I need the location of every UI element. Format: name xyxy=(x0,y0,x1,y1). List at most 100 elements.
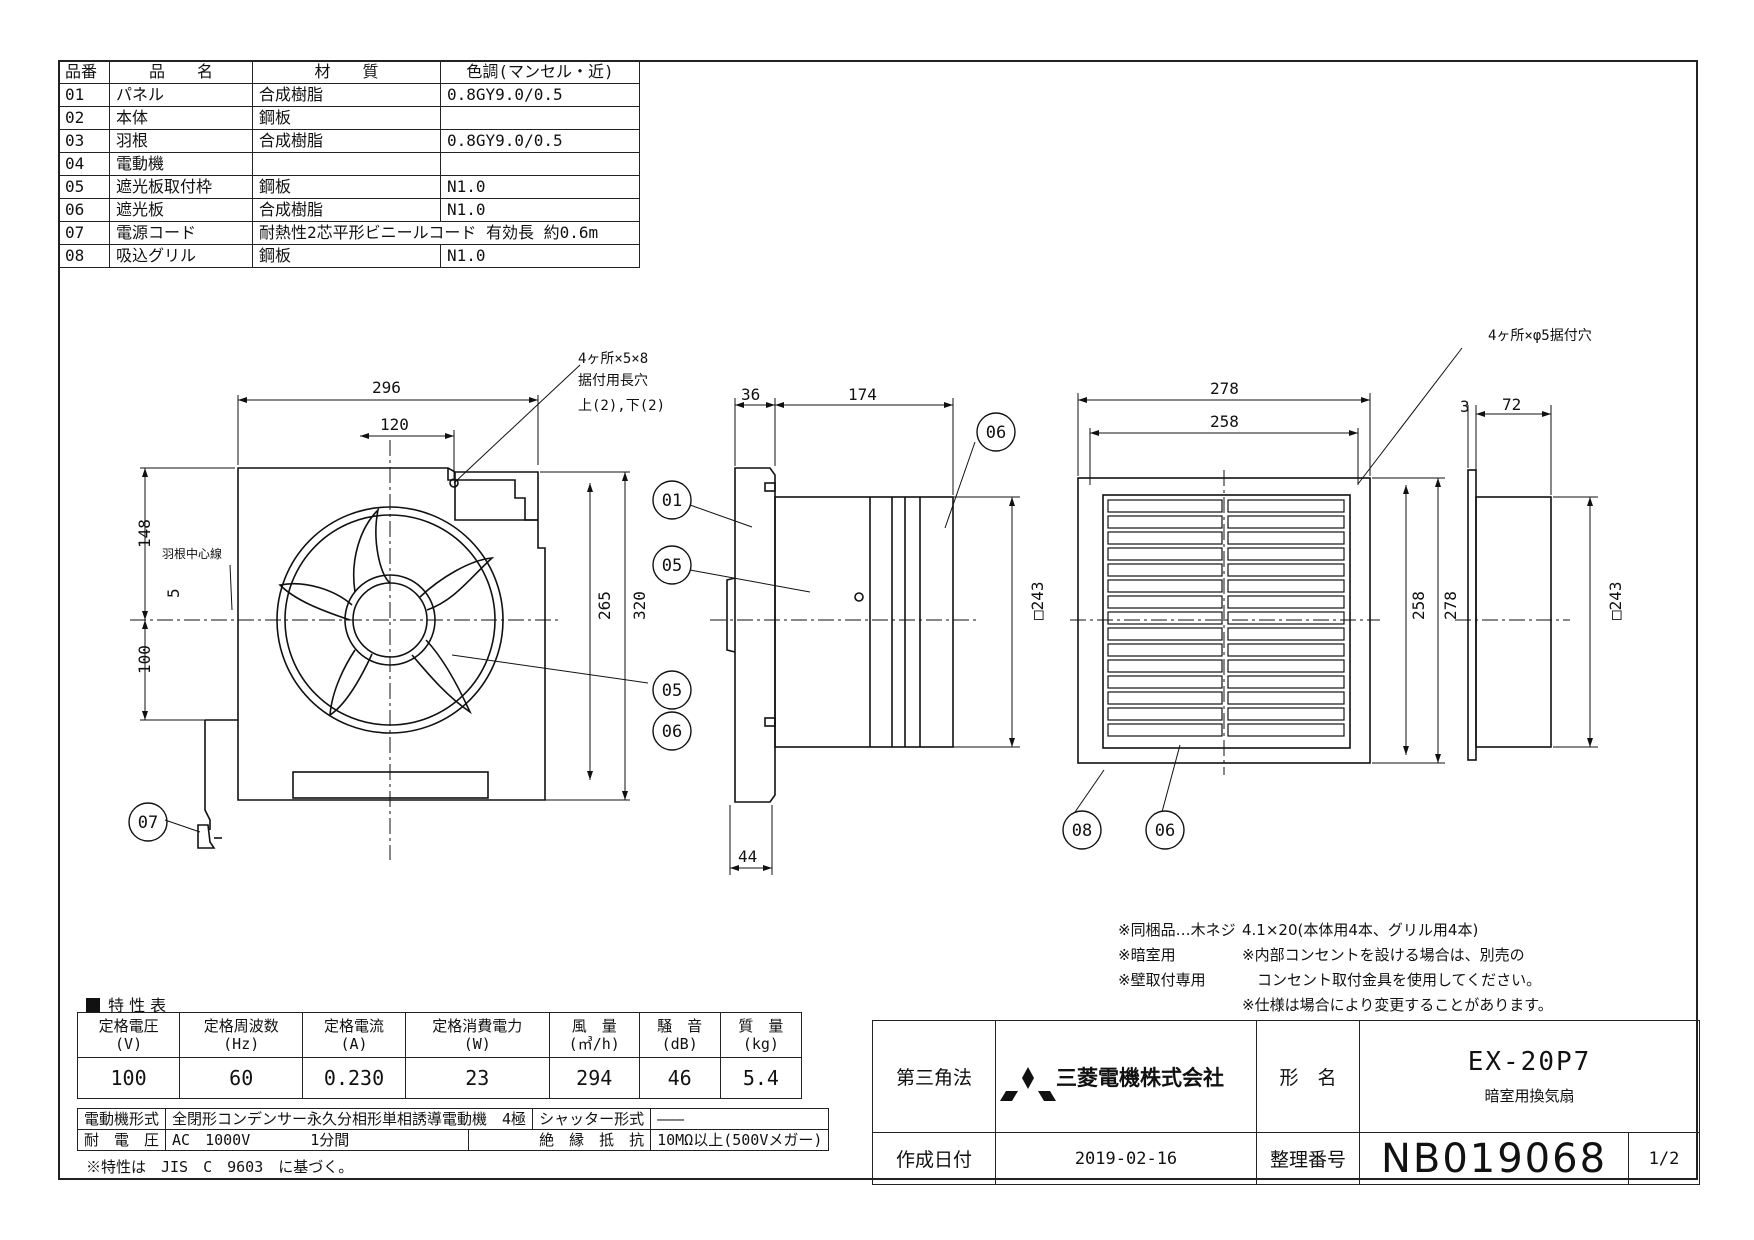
louver-slat xyxy=(1107,579,1223,593)
balloon-07: 07 xyxy=(138,813,158,833)
part-material: 鋼板 xyxy=(252,244,441,268)
spec-header-label: 質 量 xyxy=(738,1017,784,1035)
drawing-notes: 4ヶ所×5×8 据付用長穴 上(2),下(2) 羽根中心線 4ヶ所×φ5据付穴 xyxy=(162,328,1592,561)
spec-header-label: 定格電流 xyxy=(324,1017,385,1035)
model-cell: EX-20P7 暗室用換気扇 xyxy=(1359,1020,1700,1133)
dim-258-vert: 258 xyxy=(1409,591,1428,620)
title-row-1: 第三角法 三菱電機株式会社 形 名 EX-20P7 暗室用換気扇 xyxy=(872,1020,1700,1133)
projection: 第三角法 xyxy=(872,1020,996,1133)
motor-table: 電動機形式 全閉形コンデンサー永久分相形単相誘導電動機 4極 シャッター形式 —… xyxy=(76,1108,830,1151)
spec-value-row: 100 60 0.230 23 294 46 5.4 xyxy=(76,1057,803,1099)
louver-slat xyxy=(1227,611,1345,625)
louver-slat xyxy=(1107,627,1223,641)
dim-278-vert: 278 xyxy=(1441,591,1460,620)
table-row: 電動機形式 全閉形コンデンサー永久分相形単相誘導電動機 4極 シャッター形式 —… xyxy=(76,1108,830,1130)
balloon-labels: 01 05 05 06 06 07 08 06 xyxy=(138,423,1175,841)
spec-header-unit: (kg) xyxy=(742,1035,779,1053)
part-color: N1.0 xyxy=(440,175,640,199)
part-balloons xyxy=(128,412,1185,850)
part-material: 耐熱性2芯平形ビニールコード 有効長 約0.6m xyxy=(252,221,640,245)
louver-slat xyxy=(1227,675,1345,689)
louver-slat xyxy=(1107,611,1223,625)
title-block: 第三角法 三菱電機株式会社 形 名 EX-20P7 暗室用換気扇 作成日付 20… xyxy=(872,1020,1700,1185)
part-name: 羽根 xyxy=(109,129,253,153)
balloon-06-front: 06 xyxy=(662,722,682,742)
spec-header-unit: (V) xyxy=(115,1035,143,1053)
spec-header-unit: (Hz) xyxy=(223,1035,260,1053)
spec-value: 23 xyxy=(404,1057,550,1099)
louver-slat xyxy=(1107,547,1223,561)
insulation-label: 絶 縁 抵 抗 xyxy=(468,1129,652,1151)
company-name: 三菱電機株式会社 xyxy=(995,1020,1257,1133)
louver-slat xyxy=(1227,499,1345,513)
louver-slat xyxy=(1107,499,1223,513)
front-note-line2: 据付用長穴 xyxy=(578,373,648,389)
spec-header-row: 定格電圧(V) 定格周波数(Hz) 定格電流(A) 定格消費電力(W) 風 量(… xyxy=(76,1012,803,1058)
dim-148: 148 xyxy=(135,519,154,548)
louver-slat xyxy=(1107,659,1223,673)
spec-header-unit: (A) xyxy=(340,1035,368,1053)
louver-slat xyxy=(1227,579,1345,593)
part-no: 02 xyxy=(58,106,110,130)
jis-note: ※特性は JIS C 9603 に基づく。 xyxy=(86,1158,354,1176)
dim-320: 320 xyxy=(630,591,649,620)
side-view xyxy=(726,467,954,803)
spec-heading: 特 性 表 xyxy=(86,992,166,1016)
dim-265: 265 xyxy=(595,591,614,620)
louver-slat xyxy=(1227,563,1345,577)
back-note: 4ヶ所×φ5据付穴 xyxy=(1488,328,1592,344)
dim-44: 44 xyxy=(738,847,757,866)
louver-slat xyxy=(1227,515,1345,529)
front-note-line3: 上(2),下(2) xyxy=(578,398,665,414)
dimension-lines xyxy=(140,347,1598,875)
product-name: 暗室用換気扇 xyxy=(1484,1087,1575,1105)
spec-value: 5.4 xyxy=(719,1057,803,1099)
creation-date: 2019-02-16 xyxy=(995,1132,1257,1185)
balloon-06-side: 06 xyxy=(986,423,1006,443)
dim-174: 174 xyxy=(848,385,877,404)
dim-120: 120 xyxy=(380,415,409,434)
note-label: ※同梱品…木ネジ xyxy=(1118,921,1236,939)
louver-slat xyxy=(1227,691,1345,705)
side-view-right xyxy=(1467,469,1552,761)
grille-louvers xyxy=(1107,499,1345,737)
part-name: 電動機 xyxy=(109,152,253,176)
spec-header-unit: (W) xyxy=(463,1035,491,1053)
sheet-number: 1/2 xyxy=(1628,1132,1700,1185)
louver-slat xyxy=(1227,547,1345,561)
black-square-icon xyxy=(86,998,100,1012)
louver-slat xyxy=(1227,627,1345,641)
louver-slat xyxy=(1227,707,1345,721)
balloon-05-side: 05 xyxy=(662,556,682,576)
note-text: コンセント取付金具を使用してください。 xyxy=(1242,971,1542,989)
motor-value: 全閉形コンデンサー永久分相形単相誘導電動機 4極 xyxy=(165,1108,534,1130)
date-label: 作成日付 xyxy=(872,1132,996,1185)
balloon-01: 01 xyxy=(662,491,682,511)
spec-header-label: 定格周波数 xyxy=(203,1017,279,1035)
front-view xyxy=(197,467,546,849)
dim-3: 3 xyxy=(1460,397,1470,416)
dim-258-back: 258 xyxy=(1210,412,1239,431)
part-color: N1.0 xyxy=(440,198,640,222)
dim-72: 72 xyxy=(1502,395,1521,414)
part-material: 鋼板 xyxy=(252,106,441,130)
note-line: ※暗室用※内部コンセントを設ける場合は、別売の xyxy=(1118,943,1553,968)
spec-header: 定格電流(A) xyxy=(302,1012,406,1058)
louver-slat xyxy=(1107,707,1223,721)
dimension-labels: 296 120 148 5 100 265 320 36 174 44 □243… xyxy=(135,378,1625,866)
parts-header-name: 品 名 xyxy=(109,60,253,84)
part-name: 吸込グリル xyxy=(109,244,253,268)
spec-header-label: 風 量 xyxy=(571,1017,617,1035)
document-number: NB019068 xyxy=(1359,1132,1629,1185)
spec-header: 騒 音(dB) xyxy=(638,1012,721,1058)
title-row-2: 作成日付 2019-02-16 整理番号 NB019068 1/2 xyxy=(872,1132,1700,1185)
dim-296: 296 xyxy=(372,378,401,397)
dim-sq243-right: □243 xyxy=(1606,581,1625,620)
balloon-05-front: 05 xyxy=(662,681,682,701)
spec-heading-text: 特 性 表 xyxy=(108,996,167,1015)
